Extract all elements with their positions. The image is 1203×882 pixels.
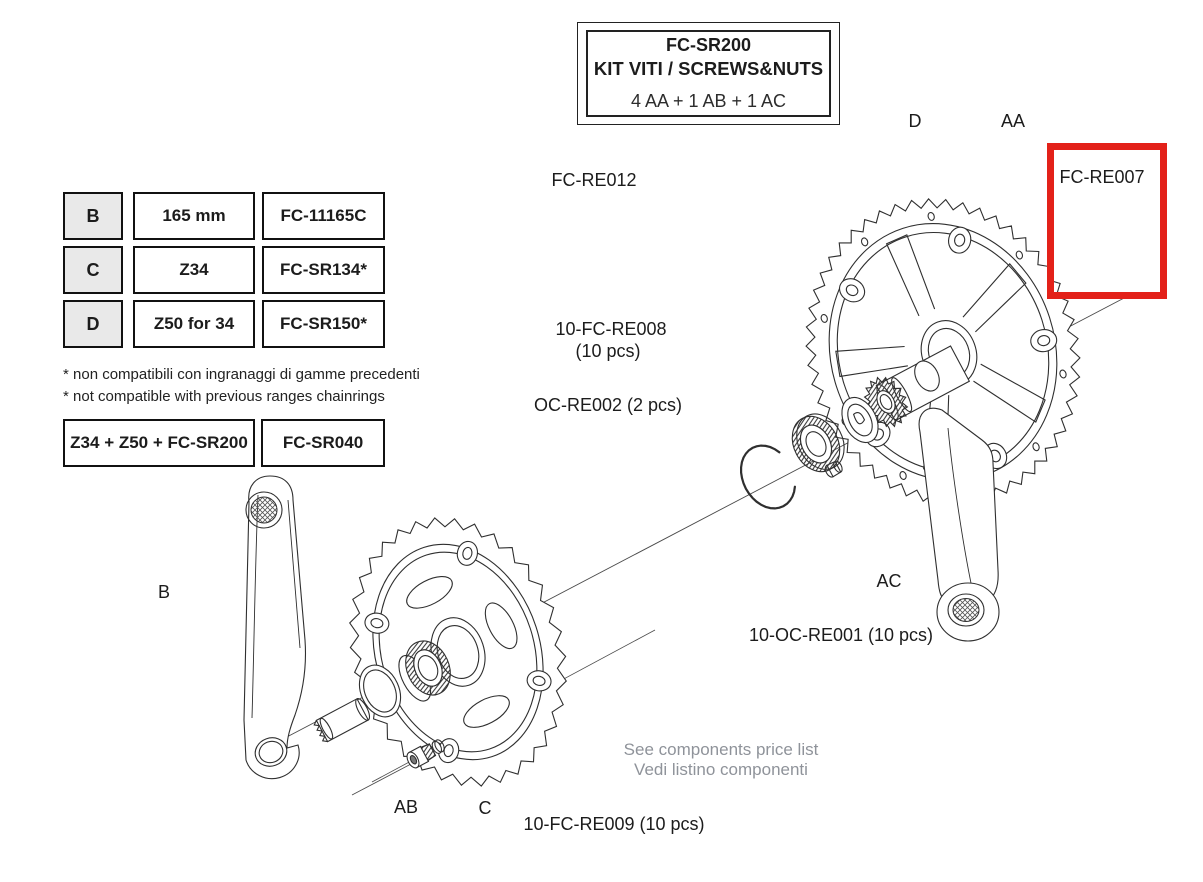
compat-note-en: * not compatible with previous ranges ch…: [63, 388, 385, 405]
spec-key-c: C: [63, 246, 123, 294]
kit-code: FC-SR040: [261, 419, 385, 467]
price-note: See components price list Vedi listino c…: [624, 740, 819, 780]
title-box-inner: FC-SR200 KIT VITI / SCREWS&NUTS 4 AA + 1…: [586, 30, 831, 117]
kit-model: FC-SR200: [665, 35, 752, 55]
label-fc-re009: 10-FC-RE009 (10 pcs): [523, 814, 705, 835]
price-note-en: See components price list: [623, 740, 819, 759]
label-bolt-ab: AB: [393, 797, 419, 818]
label-oc-re001: 10-OC-RE001 (10 pcs): [748, 625, 934, 646]
spec-code-d: FC-SR150*: [262, 300, 385, 348]
label-chainring-c: C: [478, 798, 492, 819]
spec-value-d: Z50 for 34: [133, 300, 255, 348]
kit-contents: 4 AA + 1 AB + 1 AC: [630, 91, 787, 111]
spec-value-c: Z34: [133, 246, 255, 294]
kit-subtitle: KIT VITI / SCREWS&NUTS: [593, 58, 824, 79]
spec-key-d: D: [63, 300, 123, 348]
spec-value-b: 165 mm: [133, 192, 255, 240]
label-fc-re007: FC-RE007: [1059, 167, 1145, 188]
spec-key-b: B: [63, 192, 123, 240]
label-washer-ac: AC: [876, 571, 902, 592]
highlight-box-fc-re007: [1047, 143, 1167, 299]
spec-code-c: FC-SR134*: [262, 246, 385, 294]
label-fc-re012: FC-RE012: [551, 170, 637, 191]
kit-combo: Z34 + Z50 + FC-SR200: [63, 419, 255, 467]
price-note-it: Vedi listino componenti: [634, 760, 808, 779]
title-box: FC-SR200 KIT VITI / SCREWS&NUTS 4 AA + 1…: [577, 22, 840, 125]
spec-code-b: FC-11165C: [262, 192, 385, 240]
compat-note-it: * non compatibili con ingranaggi di gamm…: [63, 366, 420, 383]
label-chainring-d: D: [908, 111, 922, 132]
label-bolts-aa: AA: [1000, 111, 1026, 132]
label-oc-re002: OC-RE002 (2 pcs): [533, 395, 683, 416]
label-crank-arm-b: B: [157, 582, 171, 603]
label-fc-re008: 10-FC-RE008: [555, 319, 667, 340]
label-fc-re008-qty: (10 pcs): [575, 341, 641, 362]
